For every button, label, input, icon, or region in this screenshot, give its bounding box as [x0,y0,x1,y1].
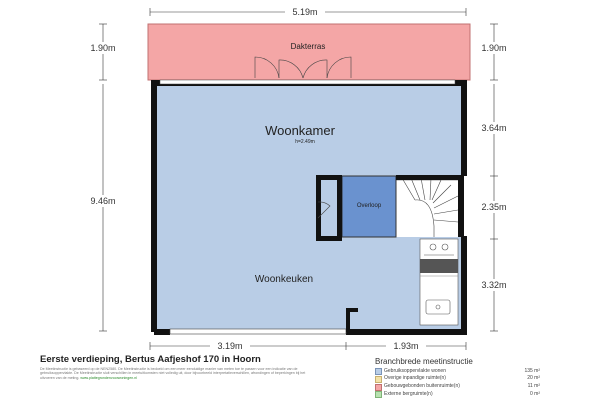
disclaimer-body: De Meetinstructie is gebaseerd op de NEN… [40,367,306,380]
bottom-window [169,328,347,335]
legend-row: Overige inpandige ruimte(n) 20 m² [375,375,540,383]
dim-right-top: 3.64m [481,123,506,133]
legend-label: Gebruiksoppervlakte wonen [384,367,446,374]
living-height: h=2.49m [295,139,315,145]
legend-swatch [375,383,382,391]
legend-row: Gebouwgebonden buitenruimte(n) 11 m² [375,383,540,391]
legend-label: Gebouwgebonden buitenruimte(n) [384,383,460,390]
floor-title: Eerste verdieping, Bertus Aafjeshof 170 … [40,354,261,365]
legend-label: Overige inpandige ruimte(n) [384,375,446,382]
hob-icon [424,243,454,256]
fridge-block [420,259,458,273]
living-area-main [154,84,463,331]
legend-swatch [375,375,382,383]
dim-right-bottom: 3.32m [481,280,506,290]
legend: Gebruiksoppervlakte wonen 135 m² Overige… [375,367,540,399]
dim-right-mid: 2.35m [481,202,506,212]
legend-value: 20 m² [527,375,540,382]
legend-value: 0 m² [530,390,540,397]
sink-icon [425,299,451,315]
dim-left-depth: 9.46m [90,196,115,206]
legend-swatch [375,368,382,375]
dim-bottom-right: 1.93m [393,341,418,351]
legend-value: 11 m² [527,383,540,390]
landing-area [341,175,397,238]
dim-top-width: 5.19m [292,7,317,17]
living-label: Woonkamer [265,123,336,138]
disclaimer-link[interactable]: www.plattegrondenvoorwoningen.nl [80,375,138,380]
terrace-label: Dakterras [291,42,326,51]
dim-bottom-left: 3.19m [217,341,242,351]
kitchen-counter [419,238,459,326]
terrace-area [147,23,471,81]
legend-swatch [375,391,382,399]
kitchen-label: Woonkeuken [255,274,313,285]
legend-value: 135 m² [524,367,540,374]
legend-label: Externe bergruimte(n) [384,390,433,397]
landing-door [317,201,331,219]
footer: Eerste verdieping, Bertus Aafjeshof 170 … [40,354,580,399]
legend-title: Branchbrede meetinstructie [375,357,473,366]
dimension-labels: 5.19m 1.90m 9.46m 1.90m 3.64m 2.35m 3.32… [83,6,514,352]
legend-row: Gebruiksoppervlakte wonen 135 m² [375,367,540,375]
dim-left-terrace: 1.90m [90,43,115,53]
dim-right-terrace: 1.90m [481,43,506,53]
landing-label: Overloop [357,203,382,209]
interior-walls [316,175,464,332]
disclaimer-text: De Meetinstructie is gebaseerd op de NEN… [40,367,310,380]
legend-row: Externe bergruimte(n) 0 m² [375,390,540,399]
terrace-doors [254,56,352,79]
stair-area [396,176,458,237]
facade-window [159,79,456,85]
